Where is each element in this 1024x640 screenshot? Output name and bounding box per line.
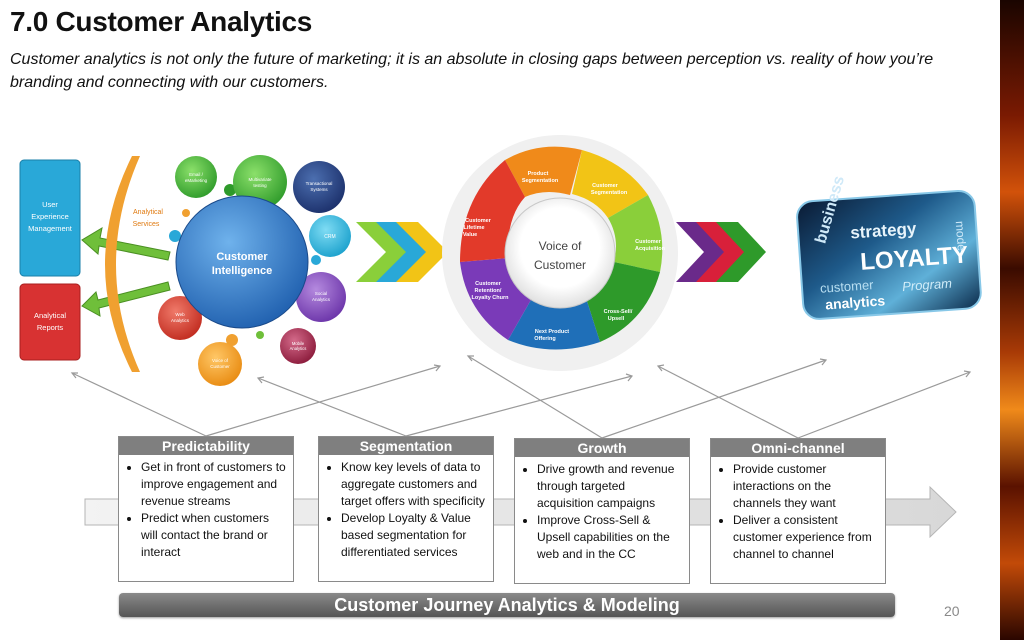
svg-text:Acquisition: Acquisition xyxy=(635,246,666,252)
pillar-segmentation: Segmentation Know key levels of data to … xyxy=(318,436,494,582)
svg-text:mode: mode xyxy=(953,220,969,251)
svg-text:Web: Web xyxy=(175,312,185,317)
svg-text:Transactional: Transactional xyxy=(306,181,333,186)
pillar-bullet: Improve Cross-Sell & Upsell capabilities… xyxy=(537,512,683,563)
analytics-diagram: User Experience Management Analytical Re… xyxy=(19,135,982,539)
svg-text:Upsell: Upsell xyxy=(608,316,625,322)
ux-label-1: User xyxy=(42,200,58,209)
bubble-voice: Voice of Customer xyxy=(198,342,242,386)
reports-label-2: Reports xyxy=(37,323,64,332)
svg-text:Product: Product xyxy=(528,171,549,177)
svg-text:Retention/: Retention/ xyxy=(475,288,502,294)
svg-text:Customer: Customer xyxy=(216,251,268,263)
decorative-fire-strip xyxy=(1000,0,1024,640)
svg-text:customer: customer xyxy=(820,277,875,296)
svg-text:Customer: Customer xyxy=(210,364,230,369)
customer-intelligence-circle: Customer Intelligence xyxy=(175,195,309,329)
pillar-bullet: Predict when customers will contact the … xyxy=(141,510,287,561)
bubble-mobile: Mobile Analytics xyxy=(280,328,316,364)
slide-subtitle: Customer analytics is not only the futur… xyxy=(10,51,934,91)
svg-text:Customer: Customer xyxy=(534,258,586,272)
svg-text:Value: Value xyxy=(463,232,477,238)
svg-text:Intelligence: Intelligence xyxy=(212,265,273,277)
analytical-reports-box: Analytical Reports xyxy=(19,283,81,361)
svg-text:Analytics: Analytics xyxy=(171,318,190,323)
pillar-title: Segmentation xyxy=(319,437,493,455)
pillar-bullet: Drive growth and revenue through targete… xyxy=(537,461,683,512)
bubble-crm: CRM xyxy=(309,215,351,257)
pillar-title: Growth xyxy=(515,439,689,457)
svg-text:Cross-Sell/: Cross-Sell/ xyxy=(604,309,633,315)
pillar-bullet: Develop Loyalty & Value based segmentati… xyxy=(341,510,487,561)
pillar-growth: Growth Drive growth and revenue through … xyxy=(514,438,690,584)
svg-text:Voice of: Voice of xyxy=(539,239,582,253)
connector-lines xyxy=(70,355,972,439)
reports-label-1: Analytical xyxy=(34,311,66,320)
svg-text:Segmentation: Segmentation xyxy=(591,190,628,196)
pillar-bullet: Provide customer interactions on the cha… xyxy=(733,461,879,512)
slide-title: 7.0 Customer Analytics xyxy=(10,6,313,37)
svg-text:testing: testing xyxy=(253,183,267,188)
svg-text:Lifetime: Lifetime xyxy=(463,225,484,231)
svg-text:Offering: Offering xyxy=(534,336,555,342)
pillar-bullet: Deliver a consistent customer experience… xyxy=(733,512,879,563)
green-arrow-upper xyxy=(81,226,171,261)
page-number: 20 xyxy=(944,603,960,619)
svg-text:Customer: Customer xyxy=(465,218,492,224)
svg-text:Analytics: Analytics xyxy=(312,297,331,302)
pillar-bullet: Know key levels of data to aggregate cus… xyxy=(341,459,487,510)
loyalty-word-tile: business strategy LOYALTY customer analy… xyxy=(796,174,982,320)
pillar-title: Predictability xyxy=(119,437,293,455)
svg-text:Multivariate: Multivariate xyxy=(248,177,272,182)
analytical-services-arc xyxy=(105,156,140,372)
ux-label-3: Management xyxy=(28,224,73,233)
services-label-2: Services xyxy=(133,221,160,228)
voice-cycle: Voice of Customer Product Segmentation C… xyxy=(442,135,678,371)
user-experience-box: User Experience Management xyxy=(19,159,81,277)
pillar-omni-channel: Omni-channel Provide customer interactio… xyxy=(710,438,886,584)
customer-journey-bar: Customer Journey Analytics & Modeling xyxy=(119,593,895,617)
svg-text:Voice of: Voice of xyxy=(212,358,229,363)
services-label-1: Analytical xyxy=(133,209,163,216)
green-arrow-lower xyxy=(81,281,171,317)
svg-text:Next Product: Next Product xyxy=(535,329,569,335)
svg-text:Customer: Customer xyxy=(592,183,619,189)
bubble-web: Web Analytics xyxy=(158,296,202,340)
svg-text:Program: Program xyxy=(902,276,953,294)
svg-text:Social: Social xyxy=(315,291,327,296)
pillar-predictability: Predictability Get in front of customers… xyxy=(118,436,294,582)
svg-text:Customer: Customer xyxy=(475,281,502,287)
svg-text:analytics: analytics xyxy=(825,292,886,312)
svg-text:strategy: strategy xyxy=(850,219,918,243)
svg-text:Customer: Customer xyxy=(635,239,662,245)
pillar-title: Omni-channel xyxy=(711,439,885,457)
bubble-multivariate: Multivariate testing xyxy=(233,155,287,209)
chevrons-to-loyalty xyxy=(676,222,766,282)
bubble-transactional: Transactional Systems xyxy=(293,161,345,213)
svg-text:eMarketing: eMarketing xyxy=(185,178,208,183)
svg-text:Email /: Email / xyxy=(189,172,204,177)
bubble-email: Email / eMarketing xyxy=(175,156,217,198)
svg-text:Mobile: Mobile xyxy=(292,341,305,346)
ux-label-2: Experience xyxy=(31,212,69,221)
chevrons-to-cycle xyxy=(356,222,448,282)
svg-text:CRM: CRM xyxy=(324,234,335,240)
bubble-social: Social Analytics xyxy=(296,272,346,322)
pillar-bullet: Get in front of customers to improve eng… xyxy=(141,459,287,510)
svg-text:Systems: Systems xyxy=(310,187,328,192)
svg-text:Loyalty Churn: Loyalty Churn xyxy=(472,295,510,301)
svg-text:Analytics: Analytics xyxy=(290,346,307,351)
svg-text:Segmentation: Segmentation xyxy=(522,178,559,184)
